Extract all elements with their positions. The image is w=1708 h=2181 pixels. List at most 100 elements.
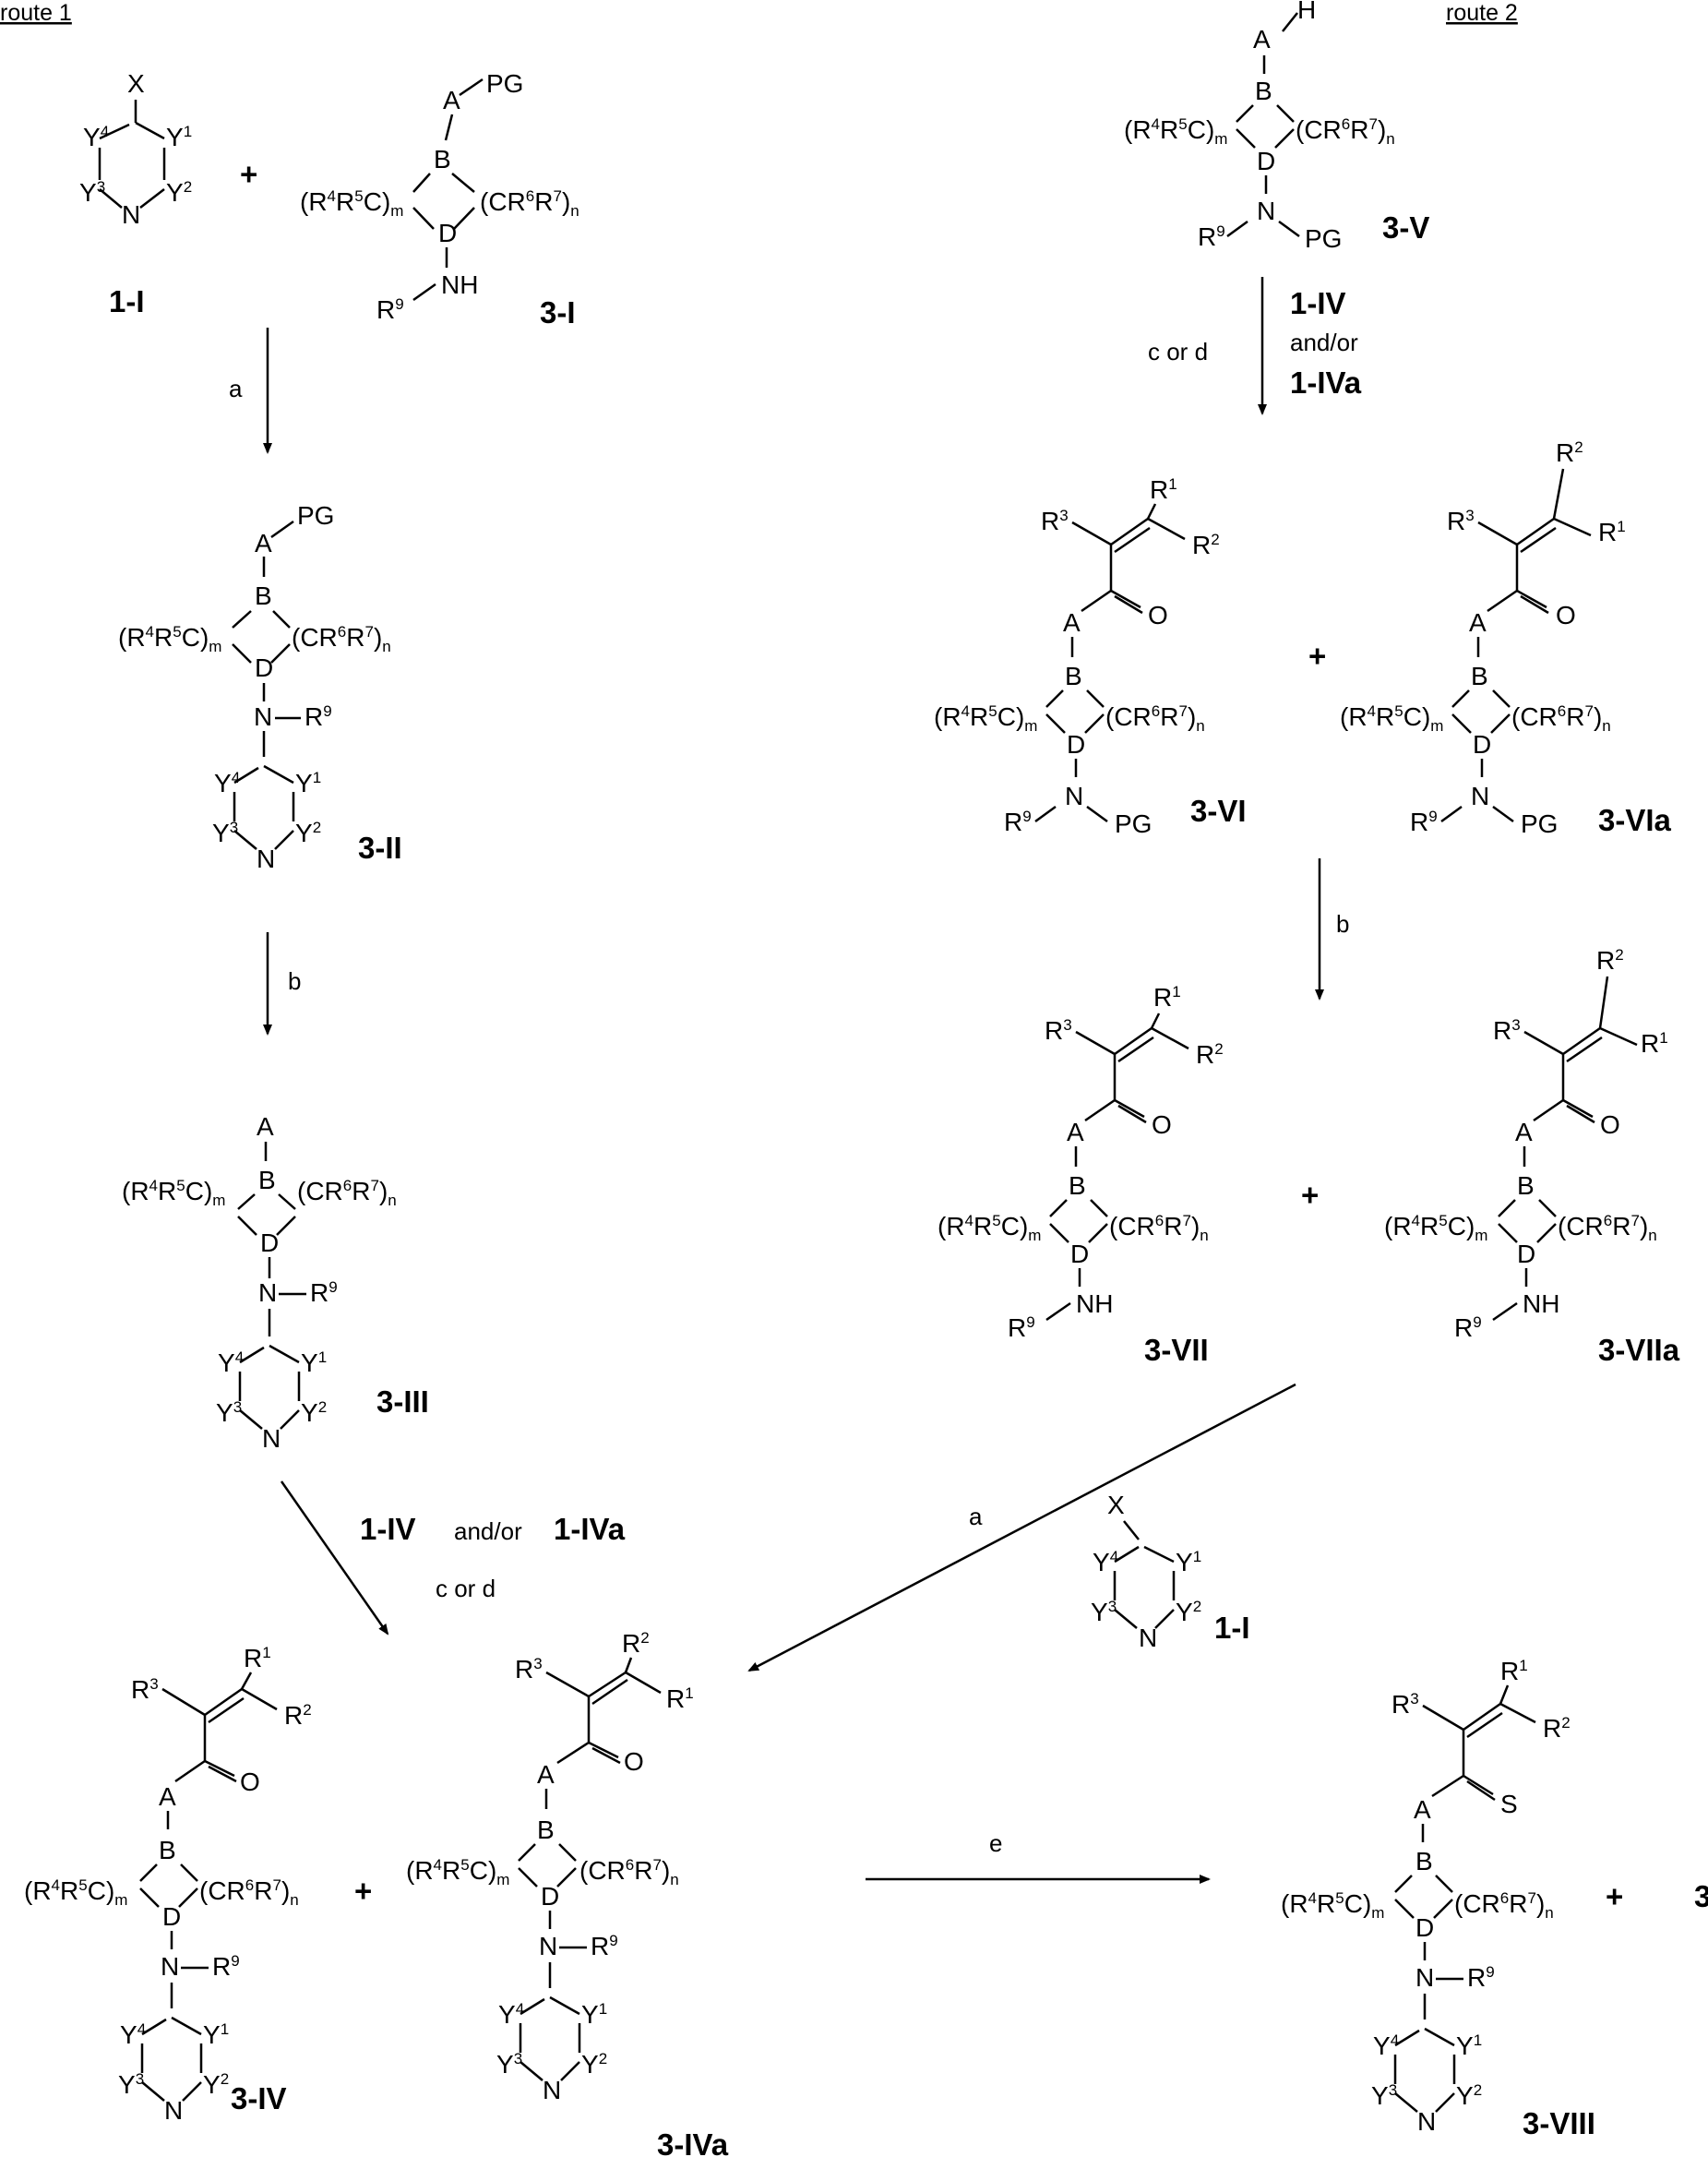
svg-text:(R4R5C)m: (R4R5C)m [934,702,1037,735]
compound-3-I: A PG B (R4R5C)m (CR6R7)n D NH R9 3-I [300,69,579,330]
svg-text:R9: R9 [1410,808,1438,836]
svg-text:Y1: Y1 [581,2000,607,2029]
svg-text:NH: NH [1076,1289,1113,1318]
svg-text:Y3: Y3 [1371,2081,1397,2110]
svg-text:PG: PG [486,69,523,98]
svg-text:B: B [1517,1171,1535,1200]
atom-x: X [127,69,145,98]
svg-text:(CR6R7)n: (CR6R7)n [1558,1212,1657,1244]
svg-text:A: A [257,1112,274,1141]
svg-text:Y2: Y2 [203,2070,229,2099]
svg-text:N: N [254,702,272,731]
svg-text:R2: R2 [1543,1714,1571,1743]
svg-text:(CR6R7)n: (CR6R7)n [1454,1889,1554,1922]
route-1-label: route 1 [0,0,72,26]
svg-text:Y3: Y3 [118,2070,144,2099]
svg-text:NH: NH [441,270,478,299]
svg-text:(CR6R7)n: (CR6R7)n [1296,115,1395,148]
svg-text:R9: R9 [1008,1313,1035,1342]
svg-text:B: B [1065,662,1082,690]
svg-text:R1: R1 [244,1644,271,1672]
svg-text:PG: PG [297,501,334,530]
svg-text:R3: R3 [1391,1690,1419,1719]
svg-text:R9: R9 [376,295,404,324]
svg-text:B: B [434,145,451,174]
svg-text:(CR6R7)n: (CR6R7)n [480,187,579,220]
svg-text:O: O [240,1768,260,1796]
svg-text:B: B [255,581,272,610]
label-3-VIII: 3-VIII [1523,2106,1595,2140]
svg-text:R2: R2 [284,1701,312,1730]
svg-text:R9: R9 [1454,1313,1482,1342]
plus-3: + [1606,1879,1623,1913]
svg-text:(CR6R7)n: (CR6R7)n [292,623,391,655]
svg-text:(R4R5C)m: (R4R5C)m [122,1177,225,1209]
svg-text:Y3: Y3 [79,178,105,207]
svg-text:B: B [159,1836,176,1864]
svg-text:D: D [255,653,273,682]
svg-text:R3: R3 [131,1675,159,1704]
svg-text:O: O [1152,1110,1172,1139]
svg-text:O: O [1556,601,1576,629]
compound-3-VIII: R3 R1 R2 S A B (R4R5C)m (CR6R7)n D N R9 … [1281,1657,1595,2140]
cond-a-2: a [969,1503,983,1530]
label-1-IVa-r2: 1-IVa [1290,365,1362,400]
label-3-IVa: 3-IVa [657,2127,729,2162]
svg-text:N: N [257,845,275,873]
svg-text:R9: R9 [310,1278,338,1307]
svg-text:D: D [1067,730,1085,759]
svg-text:N: N [1471,782,1489,810]
label-3-VIIa: 3-VIIa [1598,1333,1680,1367]
svg-text:Y2: Y2 [1176,1598,1201,1626]
svg-text:A: A [1063,608,1081,637]
svg-text:R3: R3 [1447,507,1475,535]
svg-text:Y3: Y3 [1091,1598,1117,1626]
label-1-IV-r1: 1-IV [360,1512,416,1546]
svg-text:D: D [1473,730,1491,759]
svg-text:D: D [260,1228,279,1257]
svg-text:(R4R5C)m: (R4R5C)m [1124,115,1227,148]
svg-text:Y4: Y4 [83,123,109,151]
svg-text:Y3: Y3 [496,2050,522,2079]
plus-4: + [1308,639,1326,673]
svg-text:X: X [1107,1491,1125,1519]
svg-text:PG: PG [1521,809,1558,838]
svg-text:(CR6R7)n: (CR6R7)n [579,1856,679,1888]
svg-text:A: A [1253,25,1271,54]
svg-text:Y1: Y1 [1456,2031,1482,2060]
cond-b-2: b [1336,910,1349,938]
svg-text:R2: R2 [622,1629,650,1658]
plus-2: + [354,1874,372,1908]
svg-text:N: N [258,1278,277,1307]
compound-3-IV: R3 R1 R2 O A B (R4R5C)m (CR6R7)n D N R9 … [24,1644,312,2125]
svg-text:(R4R5C)m: (R4R5C)m [300,187,403,220]
svg-text:Y3: Y3 [212,819,238,847]
svg-text:(R4R5C)m: (R4R5C)m [1340,702,1443,735]
svg-text:R1: R1 [1641,1029,1668,1058]
svg-text:B: B [1471,662,1488,690]
label-3-VII: 3-VII [1144,1333,1209,1367]
svg-text:A: A [255,529,272,557]
route-2-label: route 2 [1446,0,1518,26]
compound-3-II: A PG B (R4R5C)m (CR6R7)n D N R9 Y4 Y1 Y3… [118,501,402,873]
svg-text:Y1: Y1 [166,123,192,151]
label-3-II: 3-II [358,831,402,865]
svg-text:R9: R9 [1198,222,1225,251]
svg-text:N: N [164,2096,183,2125]
svg-text:D: D [1070,1240,1089,1268]
svg-text:(CR6R7)n: (CR6R7)n [199,1876,299,1909]
svg-text:A: A [1469,608,1487,637]
svg-text:(R4R5C)m: (R4R5C)m [1384,1212,1487,1244]
svg-text:D: D [1257,147,1275,175]
cond-a-1: a [229,375,243,402]
compound-3-VIIa: R3 R2 R1 O A B (R4R5C)m (CR6R7)n D NH R9… [1384,946,1680,1367]
svg-text:PG: PG [1305,224,1342,253]
svg-text:(CR6R7)n: (CR6R7)n [1511,702,1611,735]
label-1-I-reagent: 1-I [1214,1611,1250,1645]
svg-text:R9: R9 [1467,1963,1495,1992]
label-3-I: 3-I [540,295,576,330]
svg-text:R1: R1 [666,1684,694,1713]
compound-1-I: X Y4 Y1 Y3 Y2 N 1-I [79,69,192,318]
svg-text:A: A [159,1782,176,1811]
